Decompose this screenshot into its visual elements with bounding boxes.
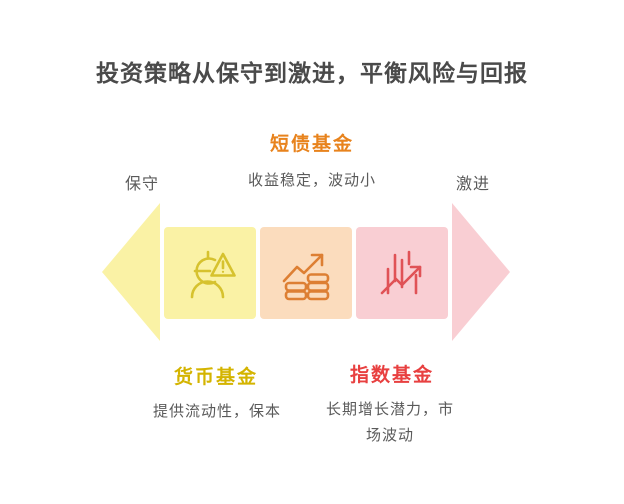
fund-desc-index: 长期增长潜力，市场波动 — [325, 400, 454, 445]
growth-coins-icon — [282, 253, 330, 301]
scale-label-aggressive: 激进 — [455, 174, 490, 193]
segment-index — [356, 227, 448, 319]
right-arrowhead — [452, 203, 510, 341]
scale-label-conservative: 保守 — [124, 174, 159, 193]
euro-warning-icon — [190, 250, 236, 299]
fund-desc-money-market: 提供流动性，保本 — [152, 402, 281, 420]
fund-name-index: 指数基金 — [349, 364, 434, 386]
fund-desc-short-bond: 收益稳定，波动小 — [247, 171, 376, 189]
segment-money-market — [164, 227, 256, 319]
candlestick-chart-icon — [380, 250, 422, 295]
left-arrowhead — [102, 203, 160, 341]
page-title: 投资策略从保守到激进，平衡风险与回报 — [96, 61, 528, 87]
fund-name-money-market: 货币基金 — [173, 366, 258, 388]
fund-name-short-bond: 短债基金 — [269, 133, 354, 155]
segment-short-bond — [260, 227, 352, 319]
